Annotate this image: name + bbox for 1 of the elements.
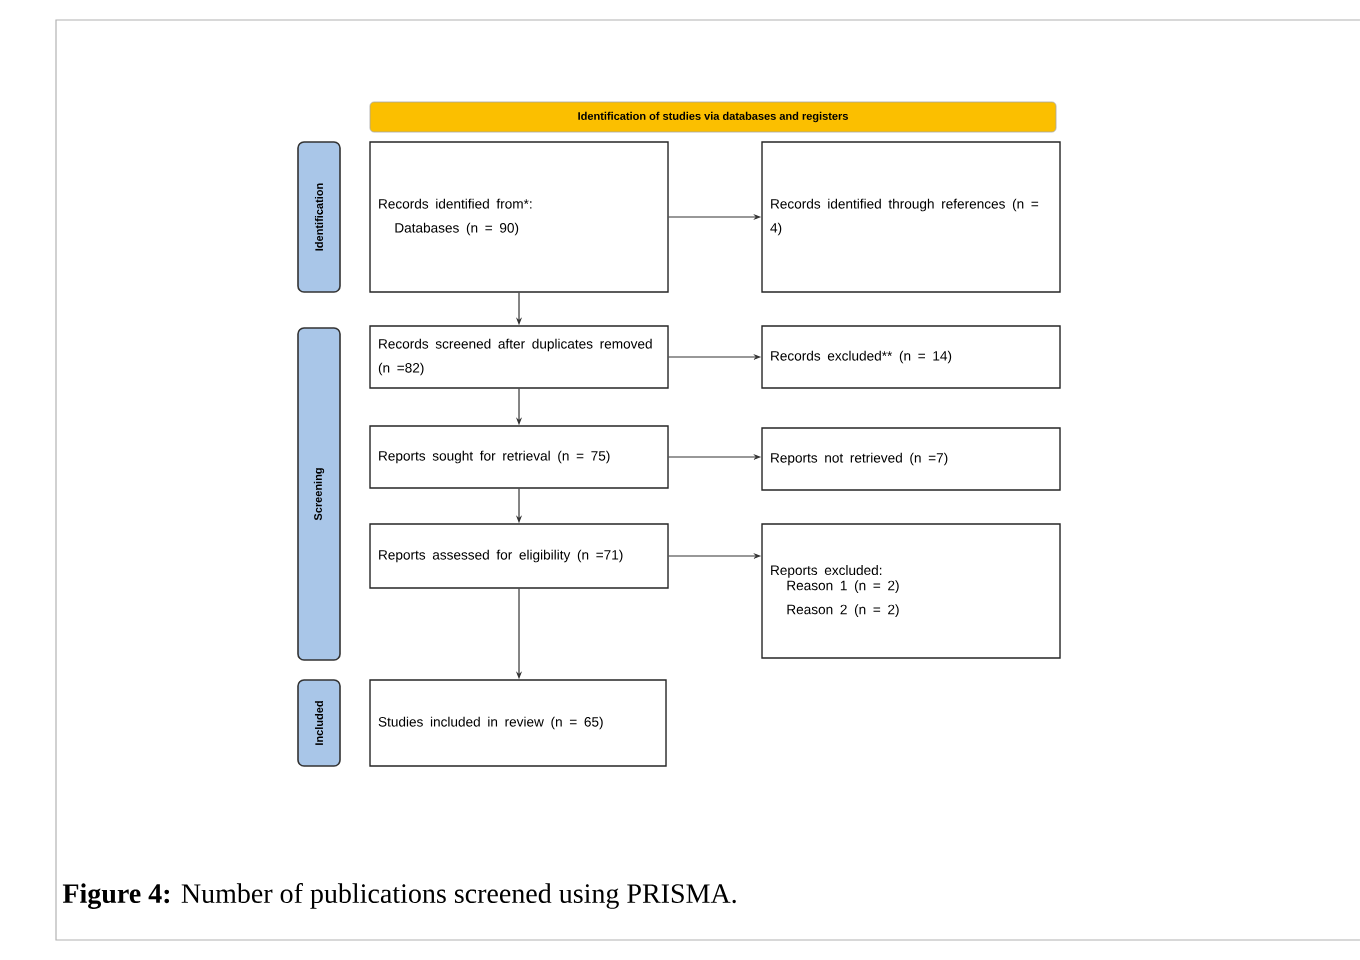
- caption: Figure 4: Number of publications screened using PRISMA.: [62, 883, 736, 909]
